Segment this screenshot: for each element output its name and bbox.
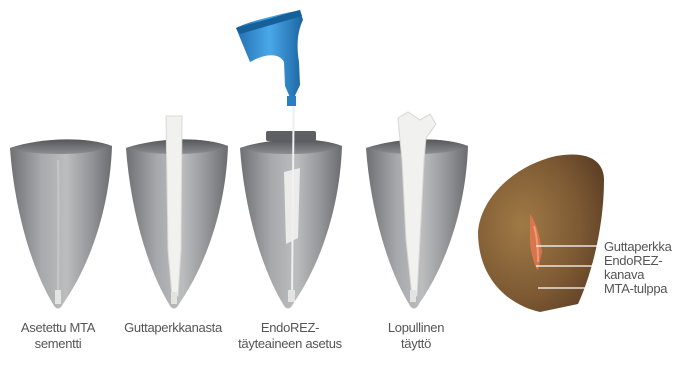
- tooth-mta-placed: [10, 139, 112, 308]
- mta-plug: [55, 290, 61, 304]
- tooth-final-fill: [366, 112, 468, 309]
- caption-line: Guttaperkkanasta: [117, 320, 229, 336]
- caption-line: Asetettu MTA: [2, 320, 114, 336]
- caption-step-3: EndoREZ- täyteaineen asetus: [230, 320, 350, 352]
- caption-line: täyteaineen asetus: [230, 336, 350, 352]
- caption-line: täyttö: [360, 336, 472, 352]
- caption-line: Lopullinen: [360, 320, 472, 336]
- syringe-tip: [236, 10, 303, 106]
- caption-line: EndoREZ-: [230, 320, 350, 336]
- label-gutta-percha: Guttaperkka: [604, 240, 672, 254]
- caption-step-2: Guttaperkkanasta: [117, 320, 229, 336]
- label-endorez: EndoREZ-: [604, 254, 662, 268]
- xray-image: [478, 154, 604, 312]
- tooth-endorez-placement: [236, 10, 342, 309]
- caption-line: sementti: [2, 336, 114, 352]
- caption-step-4: Lopullinen täyttö: [360, 320, 472, 352]
- tooth-gutta-percha: [126, 116, 228, 309]
- label-canal: kanava: [604, 268, 644, 282]
- label-mta-plug: MTA-tulppa: [604, 282, 667, 296]
- caption-step-1: Asetettu MTA sementti: [2, 320, 114, 352]
- rubber-stop: [266, 131, 316, 141]
